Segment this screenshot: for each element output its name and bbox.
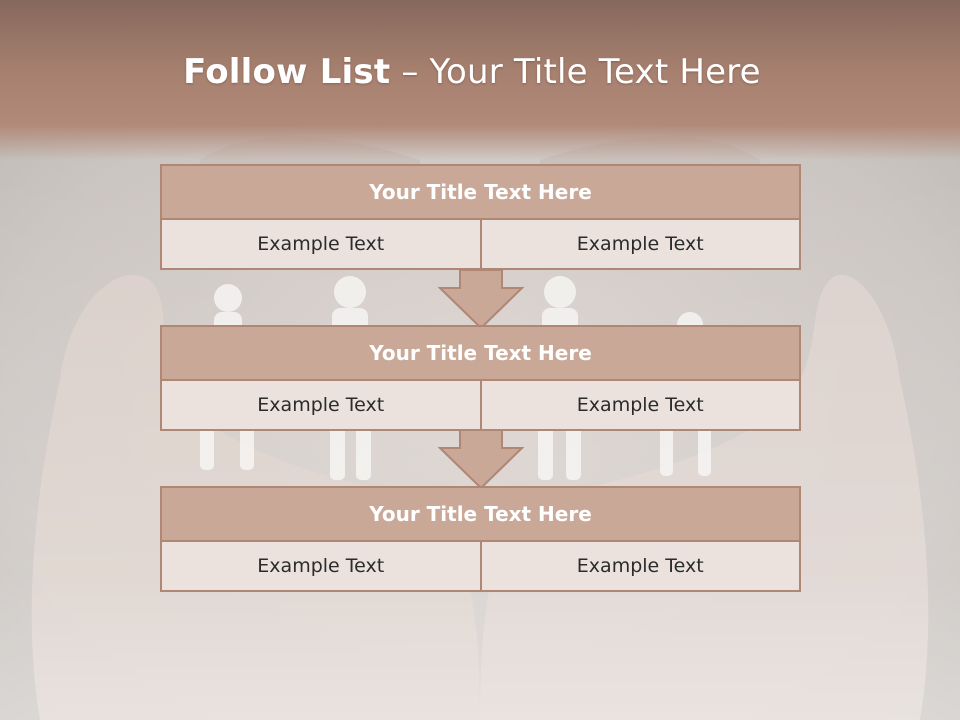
header-band [0, 0, 960, 160]
block-cell-left: Example Text [160, 542, 482, 592]
slide-title-rest: – Your Title Text Here [401, 52, 761, 92]
list-block-1: Your Title Text Here Example Text Exampl… [160, 164, 801, 270]
block-title: Your Title Text Here [160, 325, 801, 381]
block-row: Example Text Example Text [160, 381, 801, 431]
down-arrow-icon [438, 270, 524, 330]
block-cell-left: Example Text [160, 220, 482, 270]
block-title: Your Title Text Here [160, 164, 801, 220]
list-block-2: Your Title Text Here Example Text Exampl… [160, 325, 801, 431]
block-cell-right: Example Text [481, 381, 801, 431]
block-cell-left: Example Text [160, 381, 482, 431]
block-title: Your Title Text Here [160, 486, 801, 542]
slide-title-bold: Follow List [183, 52, 391, 92]
block-cell-right: Example Text [481, 542, 801, 592]
down-arrow-icon [438, 430, 524, 490]
block-row: Example Text Example Text [160, 542, 801, 592]
slide-title: Follow List – Your Title Text Here [0, 52, 944, 92]
block-row: Example Text Example Text [160, 220, 801, 270]
block-cell-right: Example Text [481, 220, 801, 270]
list-block-3: Your Title Text Here Example Text Exampl… [160, 486, 801, 592]
